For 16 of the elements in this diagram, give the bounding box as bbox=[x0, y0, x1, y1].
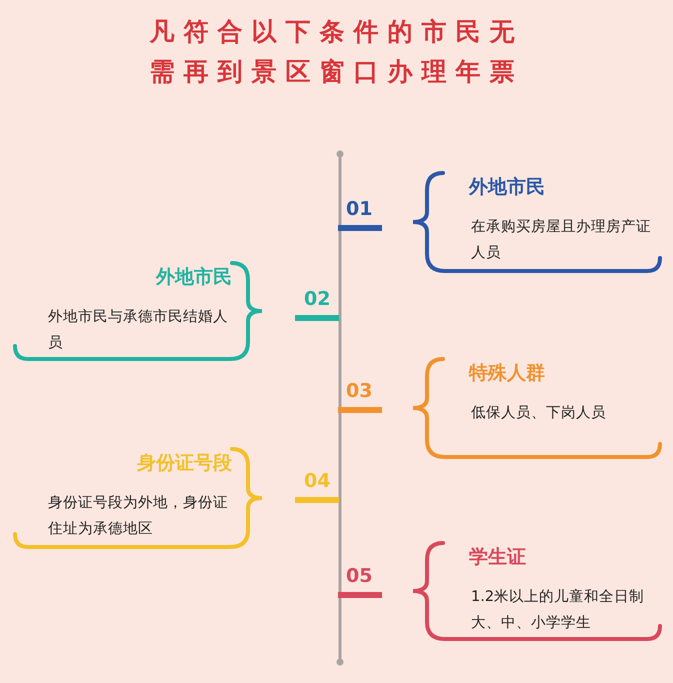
callout-text: 低保人员、下岗人员 bbox=[471, 404, 607, 423]
step-number: 03 bbox=[346, 380, 372, 402]
title: 凡符合以下条件的市民无需再到景区窗口办理年票 bbox=[148, 16, 524, 88]
callout-text: 外地市民与承德市民结婚人员 bbox=[48, 308, 228, 353]
callout-heading: 外地市民 bbox=[156, 265, 232, 290]
step-number: 02 bbox=[304, 288, 330, 310]
callout-text: 身份证号段为外地，身份证住址为承德地区 bbox=[48, 494, 228, 539]
callout-text: 在承购买房屋且办理房产证人员 bbox=[471, 218, 651, 263]
callout-heading: 外地市民 bbox=[469, 175, 545, 200]
step-number: 04 bbox=[304, 470, 330, 492]
callout-heading: 身份证号段 bbox=[137, 451, 232, 476]
step-number: 01 bbox=[346, 198, 372, 220]
callout-heading: 学生证 bbox=[469, 545, 526, 570]
callout-heading: 特殊人群 bbox=[469, 361, 545, 386]
callout-text: 1.2米以上的儿童和全日制大、中、小学学生 bbox=[471, 588, 646, 633]
step-number: 05 bbox=[346, 565, 372, 587]
